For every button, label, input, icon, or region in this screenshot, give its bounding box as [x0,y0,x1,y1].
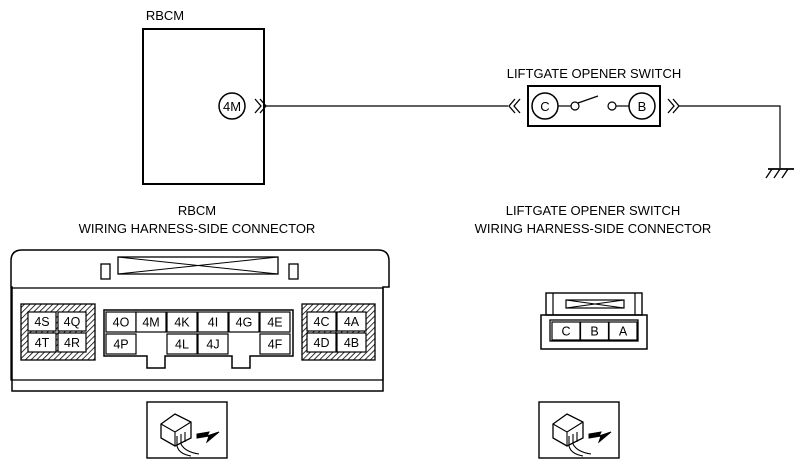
pin-cell [336,332,367,353]
pin-cell [197,333,229,355]
pin-label: 4G [236,316,253,330]
pin-cell [259,311,291,333]
pin-label: 4O [113,316,130,330]
pin-label: 4R [64,336,80,350]
pin-label: 4E [267,316,282,330]
pin-label: A [619,325,628,339]
pin-cell [135,311,167,333]
pin-cell [228,311,260,333]
pin-label: 4S [34,315,49,329]
switch-label: LIFTGATE OPENER SWITCH [507,66,682,81]
pin-cell [608,321,638,341]
pin-cell [166,311,198,333]
rbcm-connector: 4S 4Q 4T 4R 4C 4A 4D 4B 4O 4M 4K 4I 4G 4E 4P 4L 4J 4F [10,249,390,392]
rbcm-connector-title-line1: RBCM [178,203,216,218]
pin-label: B [590,325,598,339]
switch-connector-title-line1: LIFTGATE OPENER SWITCH [506,203,681,218]
switch-connector-right-chevron-icon [667,98,680,114]
pin-label: 4T [35,336,50,350]
pin-label: 4C [314,315,330,329]
pin-cell [57,311,87,332]
pin-cell [166,333,198,355]
pin-cell [27,332,57,353]
switch-contact-icon [558,95,629,111]
switch-connector-latch [565,299,625,309]
switch-connector-left-chevron-icon [508,98,521,114]
pin-cell [259,333,291,355]
rbcm-connector-title-line2: WIRING HARNESS-SIDE CONNECTOR [79,221,316,236]
pin-label: 4D [314,336,330,350]
pin-label: 4J [206,338,219,352]
pin-cell [27,311,57,332]
rbcm-terminal-circle [218,92,246,120]
pin-label: 4Q [64,315,81,329]
pin-label: 4A [344,315,360,329]
pin-label: 4I [208,316,218,330]
switch-connector-title-line2: WIRING HARNESS-SIDE CONNECTOR [475,221,712,236]
harness-view-icon [538,401,620,459]
pin-label: 4B [344,336,359,350]
pin-cell [105,333,137,355]
rbcm-box [142,28,265,185]
pin-label: 4P [113,338,128,352]
pin-label: 4L [175,338,189,352]
switch-terminal-b-label: B [638,99,647,114]
switch-box [527,85,661,127]
pin-cell [57,332,87,353]
pin-cell [336,311,367,332]
rbcm-terminal-label: 4M [223,99,241,114]
pin-label: 4F [268,338,283,352]
wire-switch-to-ground [679,105,781,168]
pin-label: C [561,325,570,339]
pin-cell [306,332,337,353]
pin-label: 4M [142,316,159,330]
pin-cell [197,311,229,333]
ground-icon [765,168,794,179]
pin-cell [306,311,337,332]
switch-terminal-c-label: C [540,99,549,114]
harness-view-icon [146,401,228,459]
pin-label: 4K [174,316,190,330]
connector-latch [117,256,279,275]
rbcm-label: RBCM [146,8,184,23]
